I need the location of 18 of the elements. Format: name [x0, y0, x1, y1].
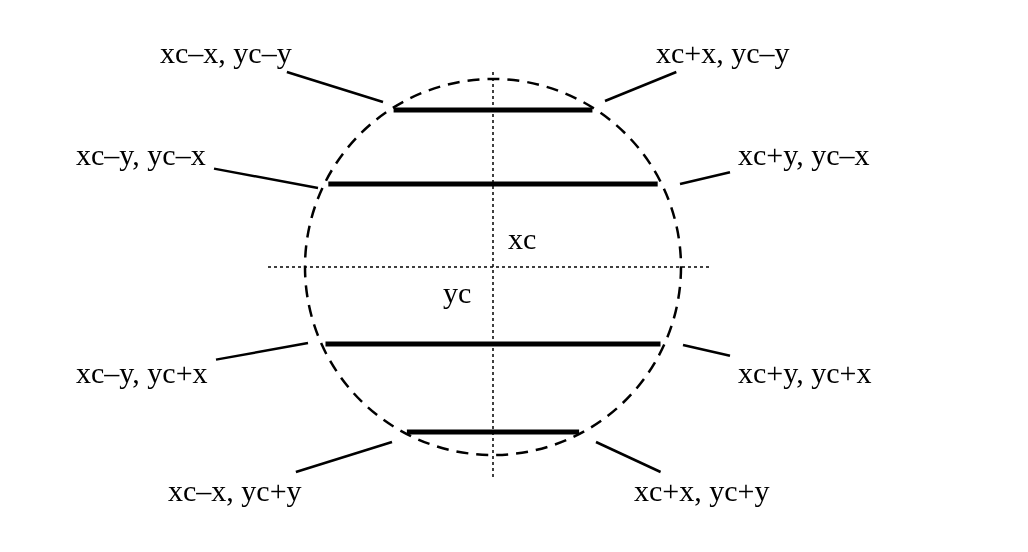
coordinate-label: xc+y, yc+x [730, 354, 880, 392]
coordinate-label: xc+y, yc–x [730, 136, 878, 174]
leader-line [215, 341, 309, 361]
axis-label: yc [443, 276, 472, 310]
coordinate-label: xc–y, yc+x [68, 354, 216, 392]
coordinate-label: xc+x, yc+y [626, 472, 778, 510]
leader-line [595, 440, 662, 474]
coordinate-label: xc–x, yc+y [160, 472, 310, 510]
coordinate-label: xc–x, yc–y [152, 34, 300, 72]
coordinate-label: xc–y, yc–x [68, 136, 214, 174]
leader-line [213, 167, 319, 190]
leader-line [295, 440, 393, 474]
coordinate-label: xc+x, yc–y [648, 34, 798, 72]
leader-line [286, 70, 384, 104]
leader-line [604, 70, 677, 103]
leader-line [679, 171, 731, 186]
axis-label: xc [508, 222, 537, 256]
leader-line [682, 343, 731, 357]
